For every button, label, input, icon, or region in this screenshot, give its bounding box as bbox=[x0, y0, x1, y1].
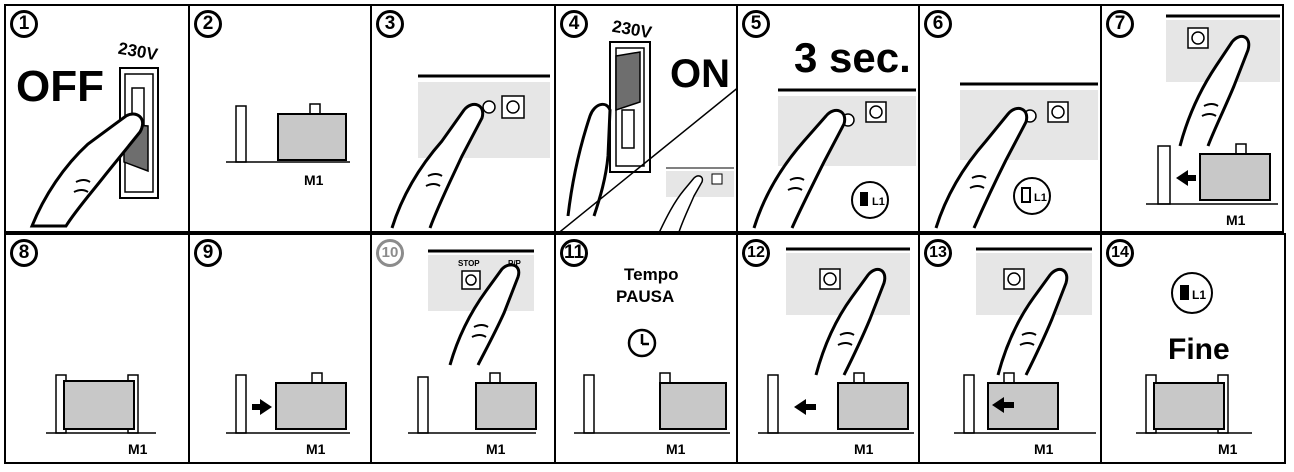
press-button-illustration bbox=[390, 74, 550, 229]
gate-illustration bbox=[226, 103, 350, 163]
hold-button-illustration: L1 bbox=[752, 88, 916, 229]
step-13-panel: 13 M1 bbox=[918, 233, 1102, 464]
step-2-panel: 2 M1 bbox=[188, 4, 372, 233]
step-3-panel: 3 bbox=[370, 4, 556, 233]
step-number-6: 6 bbox=[924, 10, 952, 38]
motor-label: M1 bbox=[486, 441, 506, 457]
gate-opening-illustration bbox=[226, 372, 350, 434]
svg-text:L1: L1 bbox=[1192, 288, 1206, 302]
step-number-4: 4 bbox=[560, 10, 588, 38]
motor-label: M1 bbox=[854, 441, 874, 457]
step-7-panel: 7 M1 bbox=[1100, 4, 1284, 233]
step-number-9: 9 bbox=[194, 239, 222, 267]
step-number-1: 1 bbox=[10, 10, 38, 38]
step-10-panel: 10 STOP P/P M1 bbox=[370, 233, 556, 464]
motor-label: M1 bbox=[666, 441, 686, 457]
gate-closing-press-illustration bbox=[758, 247, 914, 434]
step-number-10: 10 bbox=[376, 239, 404, 267]
off-label: OFF bbox=[16, 62, 104, 111]
gate-closing-hold-illustration bbox=[954, 247, 1096, 434]
step-number-3: 3 bbox=[376, 10, 404, 38]
motor-label: M1 bbox=[1034, 441, 1054, 457]
step-number-5: 5 bbox=[742, 10, 770, 38]
step-number-12: 12 bbox=[742, 239, 770, 267]
step-9-panel: 9 M1 bbox=[188, 233, 372, 464]
gate-closed-illustration bbox=[46, 374, 156, 434]
motor-label: M1 bbox=[128, 441, 148, 457]
release-button-illustration: L1 bbox=[934, 82, 1098, 229]
step-1-panel: 1 OFF 230V bbox=[4, 4, 190, 233]
step-12-panel: 12 M1 bbox=[736, 233, 920, 464]
pause-time-label-2: PAUSA bbox=[616, 287, 675, 306]
done-label: Fine bbox=[1168, 333, 1230, 366]
pause-time-label-1: Tempo bbox=[624, 265, 679, 284]
pause-clock-illustration bbox=[574, 328, 730, 434]
step-6-panel: 6 L1 bbox=[918, 4, 1102, 233]
step-number-8: 8 bbox=[10, 239, 38, 267]
gate-done-illustration: L1 bbox=[1136, 272, 1252, 434]
stop-label: STOP bbox=[458, 259, 480, 268]
motor-label: M1 bbox=[306, 441, 326, 457]
step-number-14: 14 bbox=[1106, 239, 1134, 267]
svg-text:L1: L1 bbox=[1034, 192, 1047, 204]
gate-closing-illustration bbox=[1146, 14, 1280, 205]
motor-label: M1 bbox=[304, 172, 324, 188]
step-14-panel: 14 L1 Fine M1 bbox=[1100, 233, 1286, 464]
step-4-panel: 4 230V ON bbox=[554, 4, 738, 233]
on-label: ON bbox=[670, 52, 730, 96]
pp-label: P/P bbox=[508, 259, 521, 268]
motor-label: M1 bbox=[1218, 441, 1238, 457]
stop-button-illustration bbox=[408, 249, 537, 434]
step-number-11: 11 bbox=[560, 239, 588, 267]
step-5-panel: 5 3 sec. L1 bbox=[736, 4, 920, 233]
step-11-panel: 11 Tempo PAUSA M1 bbox=[554, 233, 738, 464]
svg-text:L1: L1 bbox=[872, 196, 885, 208]
duration-label: 3 sec. bbox=[794, 34, 911, 81]
step-8-panel: 8 M1 bbox=[4, 233, 190, 464]
step-number-13: 13 bbox=[924, 239, 952, 267]
switch-off-illustration bbox=[29, 67, 159, 228]
step-number-7: 7 bbox=[1106, 10, 1134, 38]
step-number-2: 2 bbox=[194, 10, 222, 38]
switch-on-illustration bbox=[559, 41, 736, 231]
motor-label: M1 bbox=[1226, 212, 1246, 228]
